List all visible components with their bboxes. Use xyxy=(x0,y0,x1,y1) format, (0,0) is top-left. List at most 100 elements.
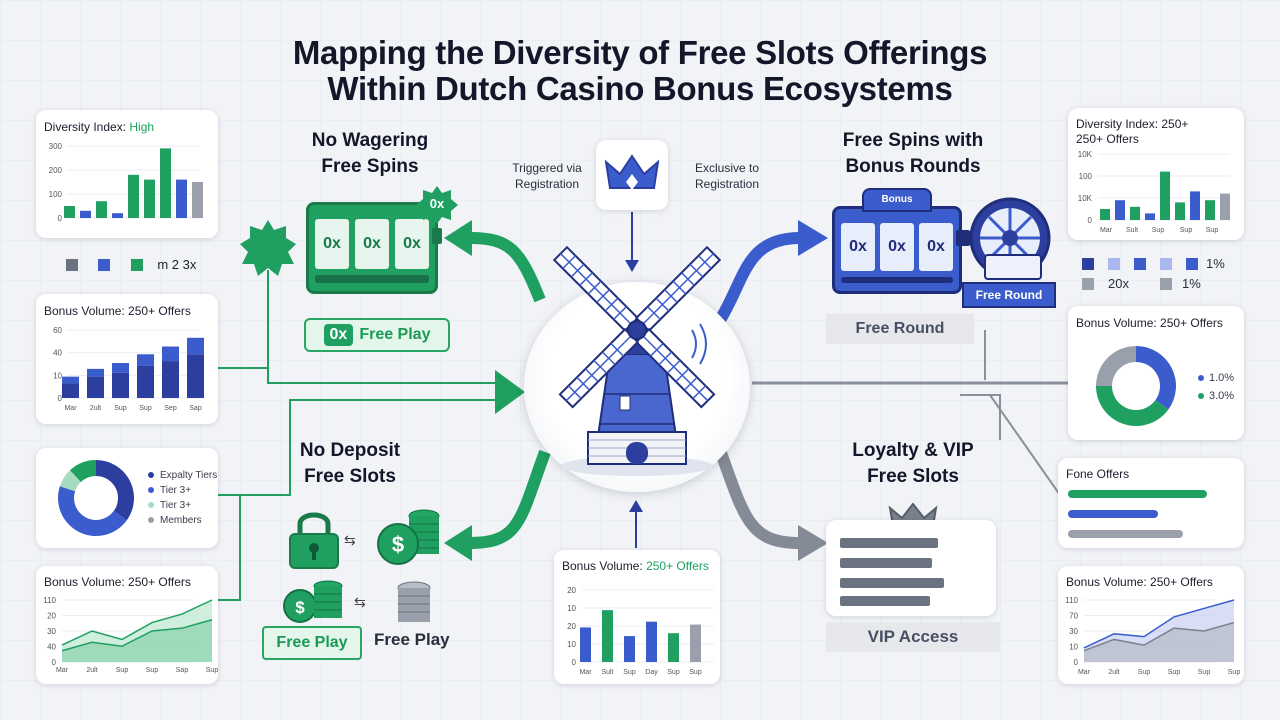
x-tick-label: Sup xyxy=(623,669,636,676)
note-exclusive-2: Registration xyxy=(694,177,760,191)
x-tick-label: Sup xyxy=(689,669,702,676)
x-tick-label: Sup xyxy=(1228,669,1241,676)
x-tick-label: Sup xyxy=(1206,227,1219,234)
bar xyxy=(690,624,701,662)
connector-line xyxy=(989,394,1061,496)
y-tick-label: 10K xyxy=(1078,194,1093,203)
bar xyxy=(176,179,187,218)
series-line xyxy=(1083,621,1235,652)
vip-list-card xyxy=(826,520,996,616)
arrow-head xyxy=(444,525,472,561)
section-title-no-wagering-1: No Wagering xyxy=(311,130,429,151)
bar-segment xyxy=(87,368,104,377)
y-tick-label: 40 xyxy=(53,349,62,358)
y-tick-label: 10 xyxy=(1069,643,1078,652)
vip-list-bar xyxy=(840,596,930,606)
windmill-sail xyxy=(552,245,640,333)
x-tick-label: 2ult xyxy=(86,667,97,674)
x-tick-label: Sup xyxy=(206,667,218,674)
x-tick-label: Sap xyxy=(189,405,202,412)
bar xyxy=(192,182,203,218)
bar xyxy=(602,610,613,662)
starburst-badge-icon xyxy=(240,220,296,276)
bar-segment xyxy=(162,361,179,398)
legend-dot xyxy=(1198,375,1204,381)
connector-line xyxy=(267,270,495,384)
legend-swatch xyxy=(1082,258,1094,270)
bar xyxy=(1160,171,1170,220)
bar xyxy=(1130,206,1140,220)
bar xyxy=(646,621,657,662)
arrow-to-loyalty xyxy=(714,447,801,549)
bar xyxy=(64,206,75,218)
badge-text: 0x xyxy=(429,196,445,211)
bar xyxy=(144,179,155,218)
y-tick-label: 300 xyxy=(49,142,63,151)
legend-text: m 2 3x xyxy=(157,257,197,272)
y-tick-label: 100 xyxy=(49,190,63,199)
hbar xyxy=(1068,530,1183,538)
chart-title-2: 250+ Offers xyxy=(1076,132,1139,146)
reel: 0x xyxy=(395,219,429,269)
slot-topper: Bonus xyxy=(862,188,932,212)
bar xyxy=(160,148,171,218)
legend-swatch xyxy=(1108,258,1120,270)
chart-title: Bonus Volume: 250+ Offers xyxy=(1076,316,1223,330)
donut-chart xyxy=(58,460,134,536)
series-line xyxy=(61,599,213,646)
bar xyxy=(80,210,91,218)
bar xyxy=(1175,202,1185,220)
section-title-no-wagering-2: Free Spins xyxy=(321,156,419,177)
x-tick-label: Sup xyxy=(139,405,152,412)
double-arrow-icon: ⇆ xyxy=(354,594,366,610)
donut-slice xyxy=(69,460,96,482)
chart-title: Bonus Volume: 250+ Offers xyxy=(44,575,191,589)
donut-slice xyxy=(1096,346,1136,386)
legend-swatch xyxy=(1134,258,1146,270)
y-tick-label: 20 xyxy=(567,586,576,595)
ribbon-vip-access: VIP Access xyxy=(826,622,1000,652)
x-tick-label: Sup xyxy=(114,405,127,412)
page-title-line-1: Mapping the Diversity of Free Slots Offe… xyxy=(292,34,988,71)
y-tick-label: 10 xyxy=(53,371,62,380)
x-tick-label: 2ult xyxy=(90,405,101,412)
note-triggered-2: Registration xyxy=(514,177,580,191)
windmill-sail xyxy=(634,245,722,333)
bar xyxy=(112,213,123,218)
starburst-small-icon xyxy=(416,186,458,224)
crown-card xyxy=(596,140,668,210)
padlock-icon xyxy=(289,512,339,569)
y-tick-label: 100 xyxy=(1079,172,1093,181)
bar xyxy=(1205,200,1215,220)
legend-label: 3.0% xyxy=(1209,390,1235,402)
coin-stack-grey-icon xyxy=(397,581,431,622)
chart-donut-right: Bonus Volume: 250+ Offers 1.0% 3.0% xyxy=(1068,306,1244,440)
double-arrow-icon: ⇆ xyxy=(344,532,356,548)
x-tick-label: Sap xyxy=(176,667,189,674)
arrow-head xyxy=(798,525,828,561)
bar-segment xyxy=(112,372,129,398)
legend-dot xyxy=(1198,393,1204,399)
bar-segment xyxy=(87,376,104,398)
crown-icon xyxy=(604,154,660,190)
chart-title-highlight: High xyxy=(129,120,155,134)
bar-segment xyxy=(137,354,154,366)
reel: 0x xyxy=(841,223,875,271)
x-tick-label: Sult xyxy=(1126,227,1138,234)
legend-swatch-grey xyxy=(66,259,78,271)
reel: 0x xyxy=(880,223,914,271)
hbar xyxy=(1068,490,1208,498)
bar xyxy=(128,174,139,218)
bar-segment xyxy=(112,363,129,373)
bar-segment xyxy=(62,376,79,384)
arrow-head xyxy=(798,220,828,256)
slot-tray xyxy=(841,277,953,283)
